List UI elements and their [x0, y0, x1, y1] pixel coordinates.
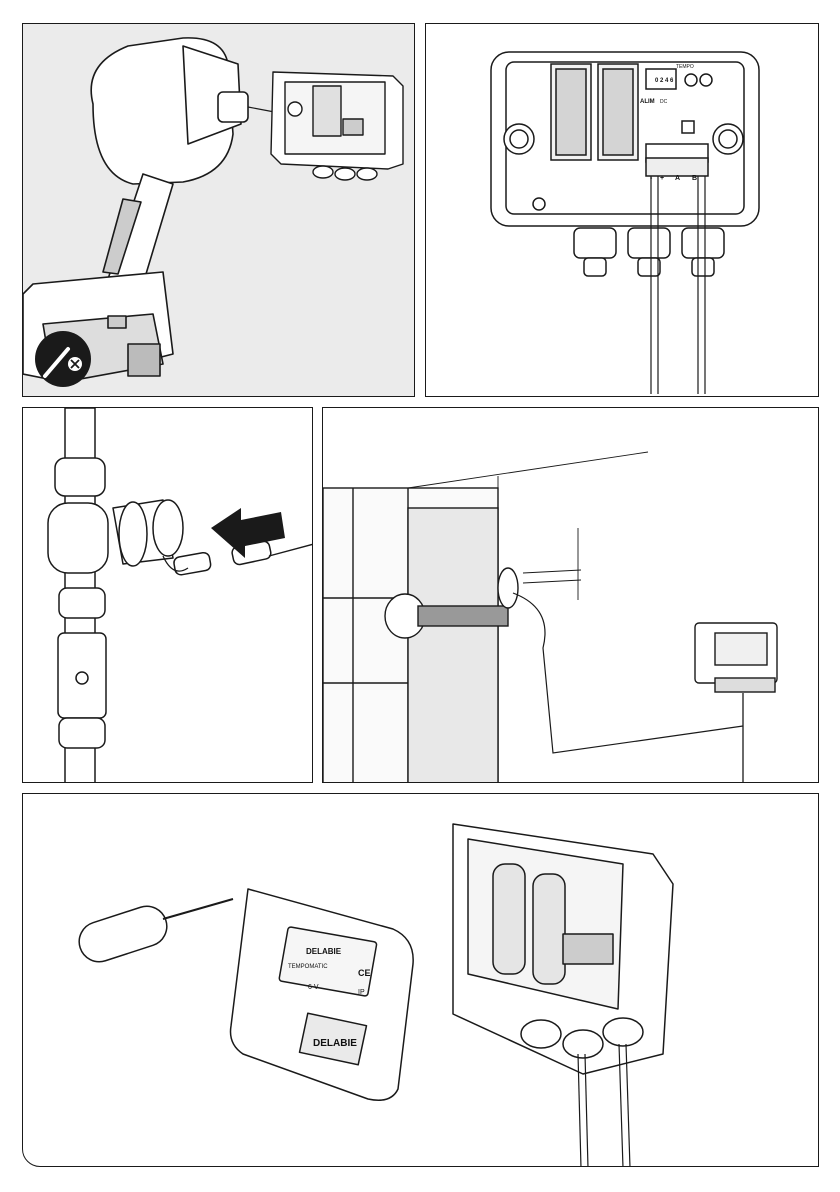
- valve-illustration: [23, 408, 313, 783]
- cover-model: TEMPOMATIC: [288, 964, 328, 970]
- tempo-label: TEMPO: [676, 64, 694, 70]
- closing-illustration: DELABIE TEMPOMATIC CE 6 V IP DELABIE: [23, 794, 819, 1167]
- b-label: B: [692, 175, 697, 182]
- cover-ip: IP: [358, 989, 365, 996]
- panel-drill-box: [22, 23, 415, 397]
- a-label: A: [675, 175, 680, 182]
- panel-wiring: TEMPO 0 2 4 6 ALIM DC - + A B: [425, 23, 819, 397]
- panel-wall-install: [322, 407, 819, 783]
- alim-label: ALIM: [640, 99, 655, 105]
- cover-grille-brand: DELABIE: [313, 1038, 357, 1049]
- wall-illustration: [323, 408, 819, 783]
- wiring-illustration: TEMPO 0 2 4 6 ALIM DC - + A B: [426, 24, 819, 397]
- cover-brand: DELABIE: [306, 947, 342, 956]
- plus-label: +: [660, 175, 664, 182]
- cover-voltage: 6 V: [308, 984, 319, 991]
- dip-label: 0 2 4 6: [655, 78, 674, 84]
- panel-box-closing: DELABIE TEMPOMATIC CE 6 V IP DELABIE: [22, 793, 819, 1167]
- dc-label: DC: [660, 99, 668, 105]
- drill-illustration: [23, 24, 415, 397]
- cover-ce: CE: [358, 968, 371, 978]
- panel-valve: [22, 407, 313, 783]
